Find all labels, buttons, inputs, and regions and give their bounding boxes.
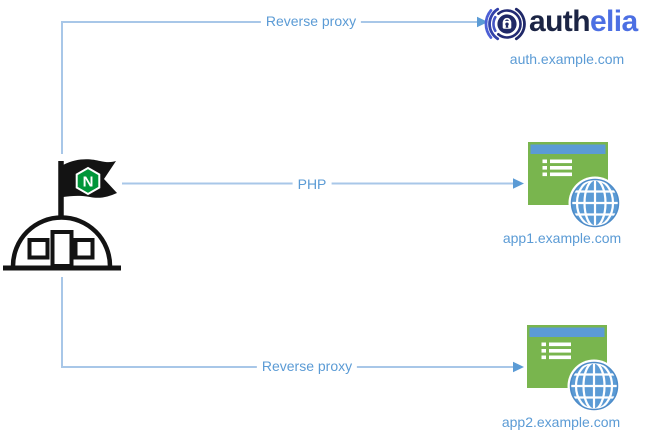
connector-nginx-to-app2 [61,277,514,368]
edge-label-reverse-proxy-bottom: Reverse proxy [256,358,358,374]
authelia-arc [514,7,526,41]
nginx-flag-letter: N [83,174,94,191]
authelia-wordmark: authelia [529,7,638,37]
nginx-flag-icon: N [63,159,117,198]
arrowhead-icon [513,178,524,189]
padlock-icon [497,14,517,34]
authelia-arc [497,9,522,39]
connector-nginx-to-authelia [61,21,478,154]
edge-label-reverse-proxy-top: Reverse proxy [260,13,362,29]
app1-icon [526,140,623,231]
authelia-wordmark-suffix: elia [589,5,638,38]
app2-icon [525,323,622,414]
nginx-hexagon [75,166,101,196]
domain-label-app2: app2.example.com [501,414,621,430]
nginx-server-icon: N [3,159,121,271]
authelia-arc [492,15,497,33]
authelia-wordmark-prefix: auth [529,5,591,38]
bunker-window-right [73,238,95,260]
domain-label-auth: auth.example.com [509,51,625,67]
domain-label-app1: app1.example.com [502,230,622,246]
authelia-logo-icon [484,7,526,41]
arrowhead-icon [513,361,524,373]
arrowhead-icon [477,16,488,28]
bunker-window-left [27,238,50,260]
authelia-arc [484,9,493,39]
edge-label-php: PHP [292,176,332,192]
authelia-arc [488,7,500,41]
bunker-door [50,230,74,268]
connectors [61,16,524,373]
